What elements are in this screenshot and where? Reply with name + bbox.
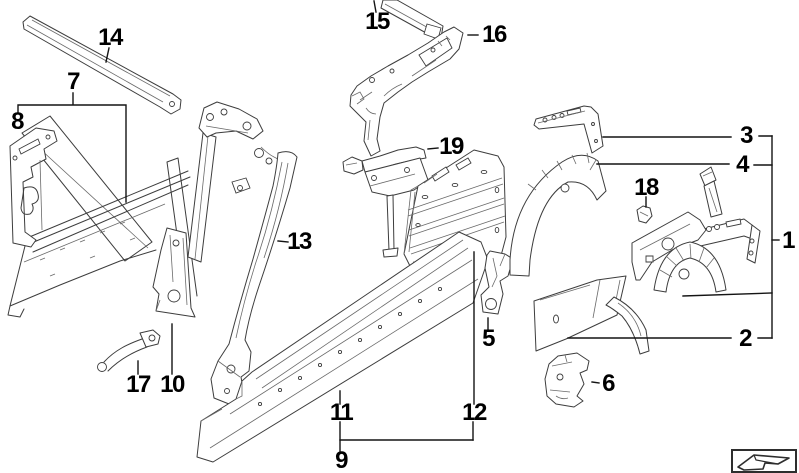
callout-18[interactable]: 18 xyxy=(634,174,659,201)
part-3-bracket xyxy=(533,105,604,154)
brand-logo xyxy=(731,449,797,473)
callout-8[interactable]: 8 xyxy=(11,108,24,135)
part-17-link xyxy=(97,329,161,372)
callout-17[interactable]: 17 xyxy=(126,371,151,398)
part-4-wheel-arch xyxy=(509,152,607,277)
part-2-quarter-panel xyxy=(533,275,627,352)
part-1-wheelhouse-assembly xyxy=(605,166,761,355)
part-8-bracket xyxy=(9,127,58,248)
callout-6[interactable]: 6 xyxy=(602,370,615,397)
side-frame-assembly xyxy=(7,101,282,318)
callout-13[interactable]: 13 xyxy=(287,228,312,255)
callout-11[interactable]: 11 xyxy=(329,399,354,426)
part-19-bracket xyxy=(342,146,429,258)
leader-lines xyxy=(17,0,780,452)
callout-9[interactable]: 9 xyxy=(335,447,348,473)
callout-1[interactable]: 1 xyxy=(782,227,795,254)
part-5-bracket xyxy=(480,250,514,315)
callout-5[interactable]: 5 xyxy=(482,325,495,352)
part-10-pillar-lower xyxy=(152,227,196,318)
callout-2[interactable]: 2 xyxy=(739,325,752,352)
part-16-side-member xyxy=(349,26,464,157)
part-14-rail xyxy=(22,15,182,115)
callout-16[interactable]: 16 xyxy=(482,21,507,48)
callout-15[interactable]: 15 xyxy=(365,8,390,35)
callout-4[interactable]: 4 xyxy=(736,151,749,178)
callout-10[interactable]: 10 xyxy=(160,371,185,398)
rocker-panel xyxy=(196,231,489,463)
part-15-rail xyxy=(380,0,444,40)
angled-flag-icon xyxy=(737,454,790,471)
callout-12[interactable]: 12 xyxy=(462,399,487,426)
callout-3[interactable]: 3 xyxy=(740,122,753,149)
part-6-bracket xyxy=(544,352,590,408)
callout-14[interactable]: 14 xyxy=(98,24,123,51)
callout-19[interactable]: 19 xyxy=(439,133,464,160)
callout-7[interactable]: 7 xyxy=(67,68,80,95)
part-12-partition-panel xyxy=(403,149,507,269)
part-18-clip xyxy=(636,205,653,224)
